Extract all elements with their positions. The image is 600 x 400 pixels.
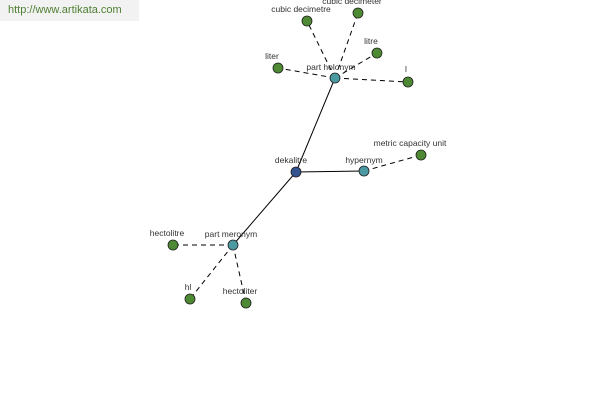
edge-part-holonym-to-litre xyxy=(334,52,378,79)
edge-dekalitre-to-part-meronym xyxy=(232,171,297,246)
node-label-hl: hl xyxy=(185,282,192,292)
node-label-hectoliter: hectoliter xyxy=(223,286,258,296)
edge-part-holonym-to-l xyxy=(334,77,409,83)
node-hectoliter[interactable] xyxy=(240,297,252,309)
node-hectolitre[interactable] xyxy=(167,239,179,251)
site-url-watermark: http://www.artikata.com xyxy=(0,0,139,21)
node-label-liter: liter xyxy=(265,51,279,61)
edge-part-meronym-to-hectoliter xyxy=(232,244,247,304)
node-label-cubic-decimetre: cubic decimetre xyxy=(271,4,331,14)
node-label-hypernym: hypernym xyxy=(345,155,382,165)
node-label-hectolitre: hectolitre xyxy=(150,228,185,238)
node-label-part-holonym: part holonym xyxy=(306,62,355,72)
node-l[interactable] xyxy=(402,76,414,88)
node-label-dekalitre: dekalitre xyxy=(275,155,307,165)
node-part-holonym[interactable] xyxy=(329,72,341,84)
node-label-cubic-decimeter: cubic decimeter xyxy=(322,0,382,6)
node-cubic-decimeter[interactable] xyxy=(352,7,364,19)
node-label-part-meronym: part meronym xyxy=(205,229,257,239)
node-part-meronym[interactable] xyxy=(227,239,239,251)
node-liter[interactable] xyxy=(272,62,284,74)
edge-dekalitre-to-part-holonym xyxy=(295,77,336,173)
node-label-litre: litre xyxy=(364,36,378,46)
edge-hypernym-to-metric-capacity-unit xyxy=(363,154,422,172)
edge-part-meronym-to-hl xyxy=(189,244,234,300)
node-hl[interactable] xyxy=(184,293,196,305)
node-metric-capacity-unit[interactable] xyxy=(415,149,427,161)
nodes-layer xyxy=(167,7,427,309)
node-label-l: l xyxy=(405,64,407,74)
node-hypernym[interactable] xyxy=(358,165,370,177)
edge-dekalitre-to-hypernym xyxy=(295,170,365,173)
labels-layer: dekalitre part holonym hypernym part merony… xyxy=(150,0,447,296)
edges-layer xyxy=(173,12,422,304)
edge-part-holonym-to-cubic-decimetre xyxy=(306,20,336,79)
node-cubic-decimetre[interactable] xyxy=(301,15,313,27)
edge-part-holonym-to-liter xyxy=(277,67,336,79)
node-label-metric-capacity-unit: metric capacity unit xyxy=(374,138,447,148)
node-litre[interactable] xyxy=(371,47,383,59)
edge-part-holonym-to-cubic-decimeter xyxy=(334,12,359,79)
node-dekalitre[interactable] xyxy=(290,166,302,178)
